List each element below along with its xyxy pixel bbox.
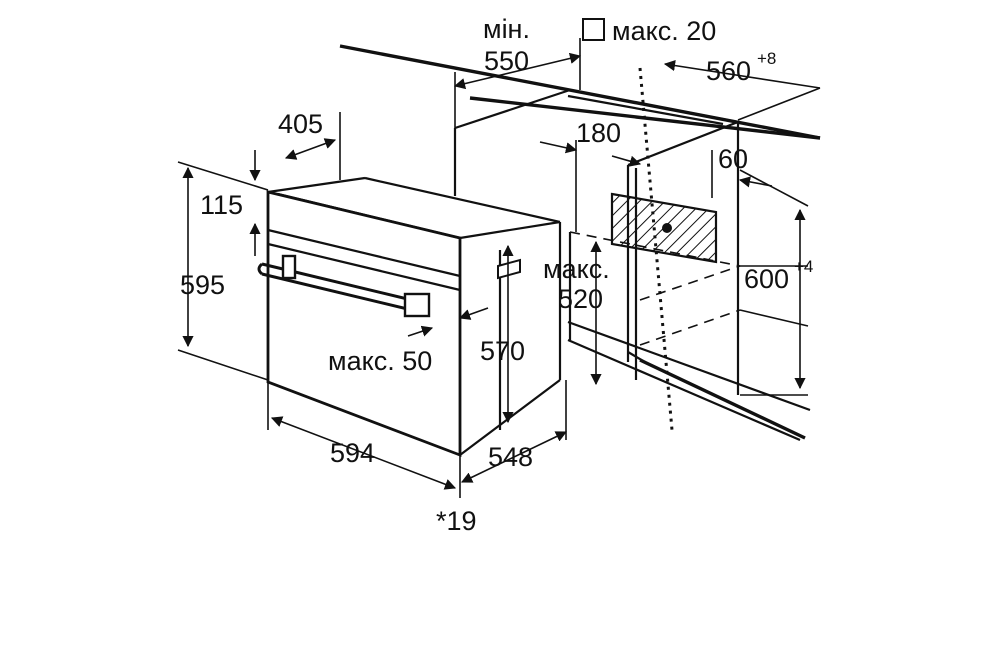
square-icon [582,18,605,41]
dimension-lines [177,38,821,498]
back-wall-line [739,169,809,207]
handle-mount-left [281,254,297,280]
label-115: 115 [200,190,243,220]
label-600: 600 [744,264,789,294]
floor-line-2 [567,338,801,442]
niche-inner-top [567,94,724,126]
label-548: 548 [488,442,533,472]
floor-line-1 [567,320,811,412]
dim-594-line [270,416,457,490]
panel-bottom [267,228,461,278]
dim-405-line [284,138,337,160]
dim-595-ext-top [177,161,269,191]
socket-center-dot [662,223,672,233]
dim-548-line [460,431,568,483]
label-180: 180 [576,118,621,148]
niche-top-back [569,88,739,124]
hidden-edge-3 [639,309,741,346]
dim-560-ext [737,87,821,121]
dim-180-line [539,141,578,154]
handle-bar-bottom [261,272,421,314]
socket-area [610,67,718,431]
label-405: 405 [278,109,323,139]
dim-50-arrow-top [458,307,489,320]
mount-bracket [497,258,521,280]
niche-right-top [627,120,739,167]
door-handle [257,254,431,318]
dim-550-line [453,52,582,90]
plinth-notch [627,351,646,363]
label-594: 594 [330,438,375,468]
dimension-labels: мін. 550 макс. 20 560 +8 405 180 60 115 … [180,14,813,536]
label-560: 560 [706,56,751,86]
dim-60-line-r [738,176,773,188]
oven [257,176,562,458]
label-max-520: макс. [543,254,610,284]
oven-top-left [267,176,366,194]
label-max20: макс. 20 [612,16,716,46]
label-600-tolerance: +4 [794,257,813,276]
niche-top-left [454,88,571,130]
label-550: 550 [484,46,529,76]
hidden-edge-5 [739,309,809,327]
label-min: мін. [483,14,530,44]
label-60: 60 [718,144,748,174]
panel-edge [277,192,461,240]
hidden-edge-2 [639,265,741,301]
dim-595-ext-bottom [177,349,269,381]
label-595: 595 [180,270,225,300]
handle-cap-left [257,262,264,276]
label-520: 520 [558,284,603,314]
label-max50: макс. 50 [328,346,432,376]
oven-top-right [459,220,561,240]
handle-mount-right [403,292,431,318]
door-top [267,242,461,292]
dim-560-line [663,60,821,89]
label-19: *19 [436,506,477,536]
label-570: 570 [480,336,525,366]
label-560-tolerance: +8 [757,49,776,68]
oven-top-back [364,176,561,224]
dim-60-line-l [611,155,642,167]
dim-50-arrow-bottom [407,325,434,337]
